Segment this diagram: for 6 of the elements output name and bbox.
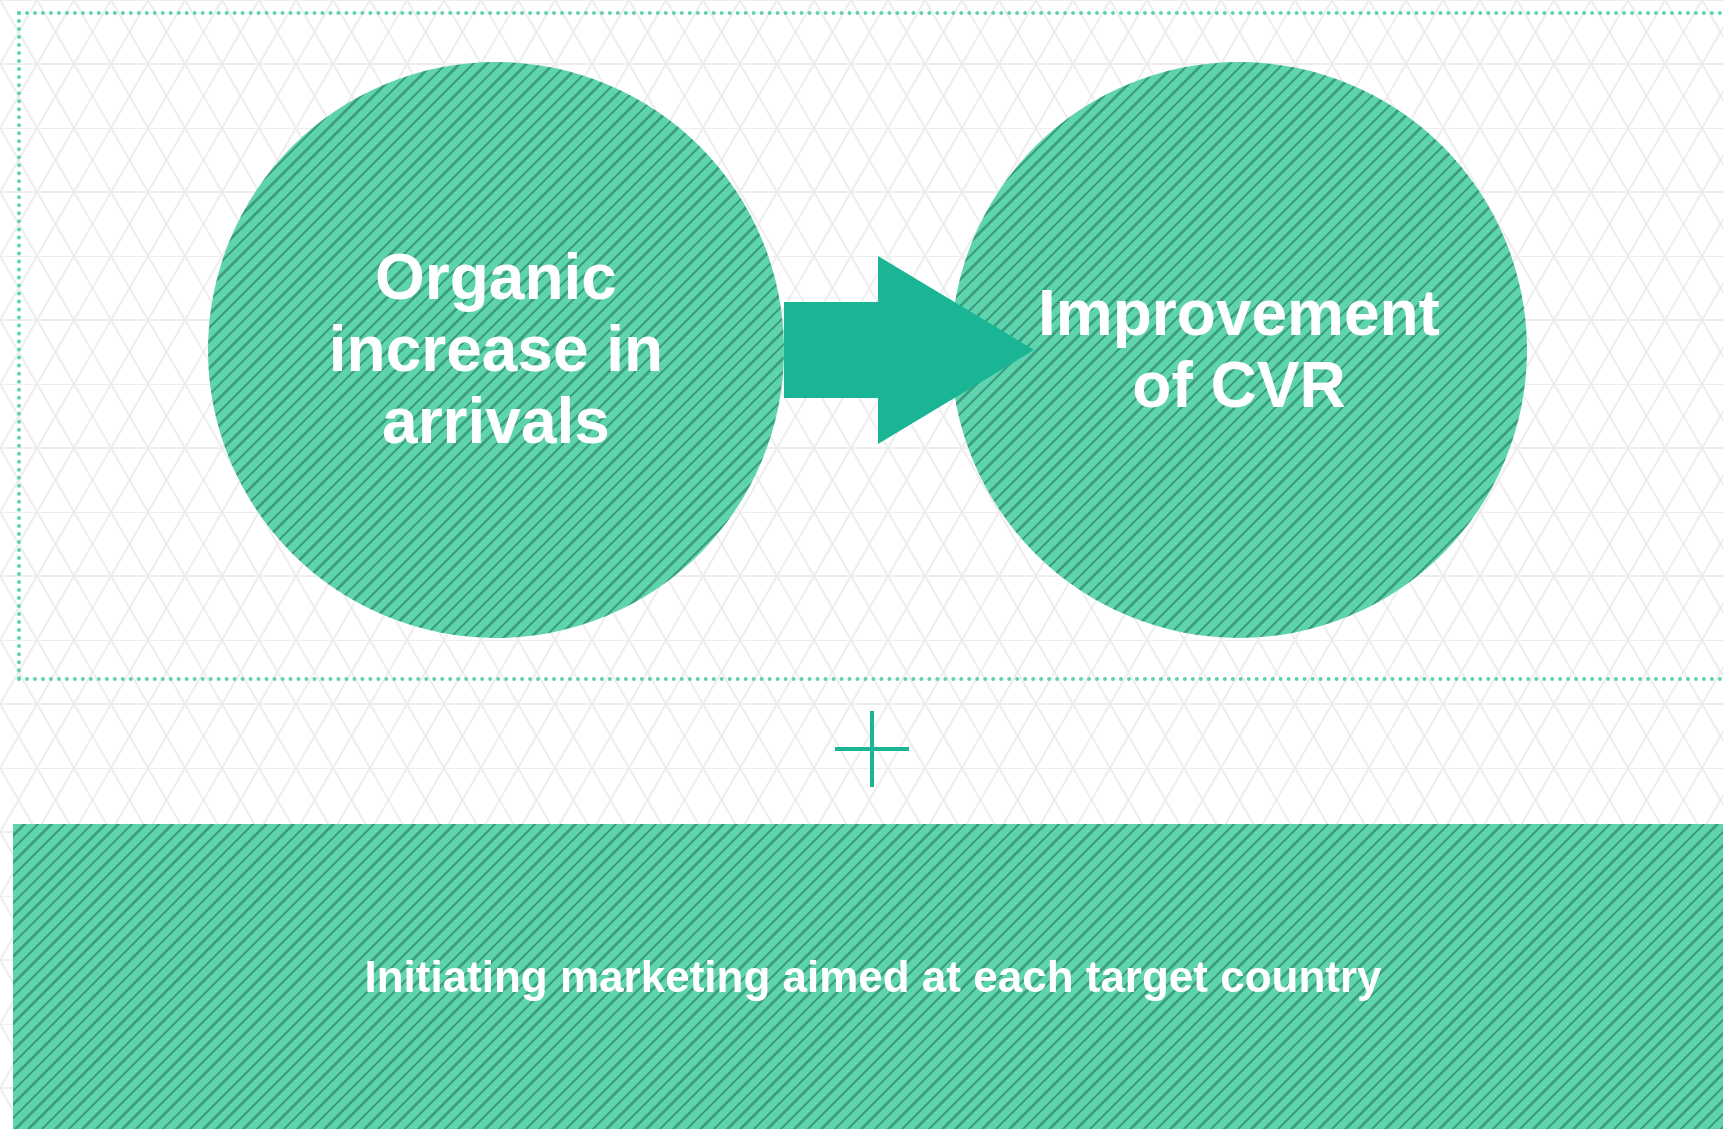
circle-label: Organic increase in arrivals [327,242,665,458]
circle-label: Improvement of CVR [1037,278,1441,422]
banner [13,824,1723,1129]
dotted-frame [17,11,1723,681]
block-arrow [784,256,1034,444]
banner-label: Initiating marketing aimed at each target country [364,951,1382,1002]
